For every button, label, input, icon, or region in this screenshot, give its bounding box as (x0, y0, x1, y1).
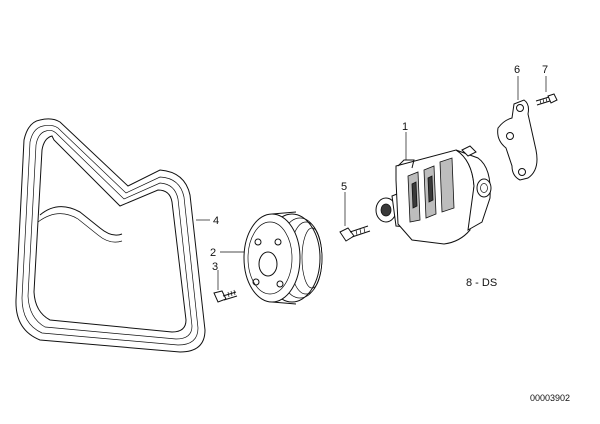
callout-5: 5 (341, 181, 347, 193)
variant-code: 8 - DS (466, 277, 497, 289)
callout-7: 7 (542, 64, 548, 76)
bolt-3 (213, 289, 238, 303)
pulley (243, 211, 323, 305)
callout-2: 2 (210, 247, 216, 259)
callout-1: 1 (402, 121, 408, 133)
bolt-7 (535, 93, 558, 106)
document-number: 00003902 (530, 393, 570, 403)
bracket (497, 99, 538, 181)
callout-6: 6 (514, 64, 520, 76)
leader-lines (196, 76, 547, 290)
steering-pump (375, 145, 492, 245)
callout-3: 3 (212, 261, 218, 273)
bolt-5 (339, 225, 371, 242)
callout-4: 4 (213, 215, 219, 227)
drive-belt (15, 118, 206, 353)
